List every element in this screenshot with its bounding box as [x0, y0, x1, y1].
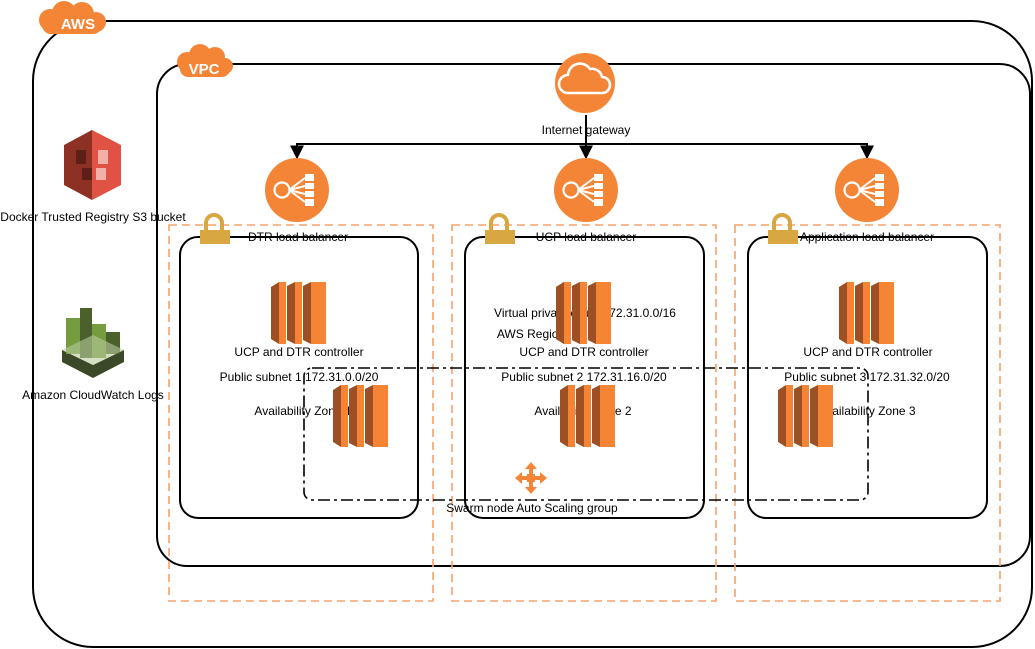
- aws-cloud-container: [32, 20, 1033, 648]
- vpc-badge-label: VPC: [189, 61, 220, 78]
- availability-zone-3-label: Availability Zone 3: [818, 404, 915, 418]
- availability-zone-1: [168, 224, 434, 602]
- public-subnet-1-label: Public subnet 1 172.31.0.0/20: [220, 370, 379, 384]
- lock-icon: [198, 213, 232, 246]
- s3-bucket-icon: [64, 130, 121, 200]
- public-subnet-2-label: Public subnet 2 172.31.16.0/20: [501, 370, 667, 384]
- aws-region-label: AWS Region: [497, 327, 565, 341]
- ec2-instance-icon: [839, 282, 894, 344]
- aws-badge: AWS: [39, 1, 106, 34]
- aws-badge-label: AWS: [61, 16, 95, 33]
- auto-scaling-group-label: Swarm node Auto Scaling group: [446, 501, 618, 515]
- cloud-icon: [555, 53, 615, 113]
- ucp-load-balancer-label: UCP load balancer: [536, 230, 637, 244]
- ec2-instance-icon: [271, 282, 326, 344]
- application-load-balancer-label: Application load balancer: [800, 230, 934, 244]
- cloudwatch-icon: [62, 308, 124, 378]
- load-balancer-icon: [263, 156, 331, 224]
- availability-zone-2: [451, 224, 717, 602]
- public-subnet-2: [464, 236, 705, 519]
- lock-icon: [766, 213, 800, 246]
- public-subnet-3: [747, 236, 988, 519]
- ec2-instance-icon: [778, 385, 833, 447]
- public-subnet-3-label: Public subnet 3 172.31.32.0/20: [784, 370, 950, 384]
- ec2-instance-icon: [560, 385, 615, 447]
- s3-bucket-label: Docker Trusted Registry S3 bucket: [0, 210, 186, 224]
- gateway-connectors: [290, 115, 874, 160]
- auto-scaling-icon: [515, 462, 547, 494]
- lock-icon: [483, 213, 517, 246]
- ec2-instance-icon: [333, 385, 388, 447]
- ec2-instance-icon: [556, 282, 611, 344]
- controller-label-3: UCP and DTR controller: [803, 345, 932, 359]
- cloudwatch-logs-label: Amazon CloudWatch Logs: [22, 388, 164, 402]
- public-subnet-1: [179, 236, 419, 519]
- availability-zone-3: [734, 224, 1001, 602]
- dtr-load-balancer-label: DTR load balancer: [248, 230, 348, 244]
- controller-label-1: UCP and DTR controller: [234, 345, 363, 359]
- vpc-badge: VPC: [177, 44, 233, 78]
- load-balancer-icon: [552, 156, 620, 224]
- availability-zone-1-label: Availability Zone 1: [254, 404, 351, 418]
- controller-label-2: UCP and DTR controller: [519, 345, 648, 359]
- load-balancer-icon: [833, 156, 901, 224]
